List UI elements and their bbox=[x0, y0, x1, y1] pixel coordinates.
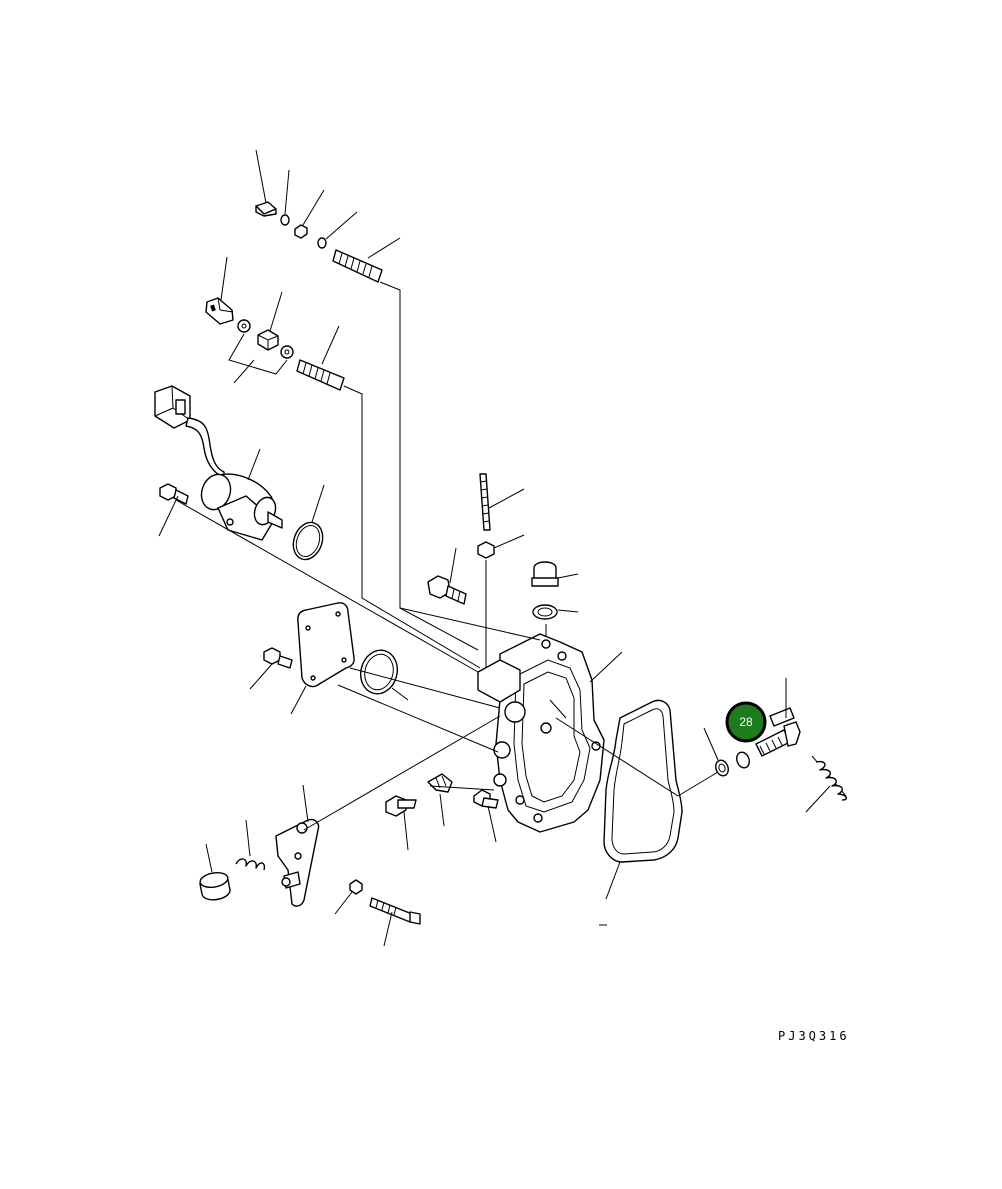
part-seal-ring[interactable] bbox=[356, 646, 402, 698]
assembly-lines bbox=[175, 281, 719, 831]
part-cap-nut-2[interactable] bbox=[205, 297, 234, 325]
leader-o-ring-solenoid bbox=[311, 484, 325, 523]
leader-spring-right bbox=[805, 785, 831, 813]
part-washer-right[interactable] bbox=[714, 758, 731, 777]
part-nut-lower[interactable] bbox=[349, 879, 363, 895]
part-plug[interactable] bbox=[531, 561, 559, 587]
part-washer-top-2[interactable] bbox=[317, 237, 327, 249]
part-stud-2[interactable] bbox=[296, 359, 345, 391]
leader-nut-stud bbox=[493, 534, 525, 549]
part-bolt-cover[interactable] bbox=[263, 647, 293, 669]
leader-bolt-solenoid bbox=[158, 495, 179, 537]
part-hex-nut-top[interactable] bbox=[294, 224, 308, 239]
leader-lever-arm bbox=[302, 784, 309, 823]
part-sensor-plug[interactable] bbox=[755, 707, 801, 757]
leader-cap-nut-top bbox=[255, 149, 267, 204]
reference-code: PJ3Q316 bbox=[778, 1029, 850, 1043]
part-housing-gasket[interactable] bbox=[603, 699, 683, 863]
part-bolt-long-lower[interactable] bbox=[369, 897, 421, 925]
part-stop-solenoid[interactable] bbox=[197, 470, 283, 541]
leader-hex-nut-top bbox=[302, 189, 325, 226]
leader-hex-nut-2 bbox=[269, 291, 283, 332]
leader-washer-plug bbox=[557, 609, 579, 613]
part-solenoid-wire bbox=[185, 417, 225, 479]
part-washer-plug[interactable] bbox=[532, 604, 558, 620]
part-cap-nut-top[interactable] bbox=[255, 201, 277, 217]
part-flange-bolt[interactable] bbox=[427, 575, 467, 605]
leader-plug bbox=[557, 573, 579, 579]
part-o-ring-right[interactable] bbox=[735, 750, 752, 769]
part-connector-plug[interactable] bbox=[154, 385, 191, 429]
part-clip[interactable] bbox=[427, 773, 453, 793]
part-spring-right[interactable] bbox=[811, 755, 848, 801]
part-bolt-solenoid[interactable] bbox=[159, 483, 189, 505]
leader-cap-bottom bbox=[205, 843, 213, 873]
part-spring-bottom[interactable] bbox=[235, 858, 266, 871]
leader-long-stud bbox=[488, 488, 525, 509]
leader-cap-nut-2 bbox=[220, 256, 228, 301]
leader-washer-top-1 bbox=[284, 169, 290, 215]
leader-stud-2 bbox=[321, 325, 340, 365]
leader-washer-top-2 bbox=[325, 211, 358, 240]
part-lever-arm[interactable] bbox=[275, 818, 320, 907]
leader-housing-gasket bbox=[605, 861, 621, 900]
leader-clip bbox=[439, 793, 445, 827]
leader-bolt-lower-1 bbox=[403, 811, 409, 851]
leader-seal-ring bbox=[391, 687, 409, 701]
leader-stud-top bbox=[367, 237, 401, 259]
leader-solenoid bbox=[247, 448, 261, 481]
leader-washer-right bbox=[703, 727, 719, 761]
part-cover-plate[interactable] bbox=[297, 602, 355, 688]
leader-flange-bolt bbox=[449, 547, 457, 584]
callout-28-label: 28 bbox=[739, 715, 753, 729]
leader-bolt-long-lower bbox=[383, 911, 393, 947]
callout-28-circle[interactable] bbox=[725, 701, 767, 743]
leader-bolt-lower-2 bbox=[487, 805, 497, 843]
leader-spring-bottom bbox=[245, 819, 251, 857]
leader-cover-plate bbox=[290, 685, 307, 715]
part-nut-stud[interactable] bbox=[477, 541, 495, 559]
part-hex-nut-2[interactable] bbox=[257, 329, 279, 351]
part-governor-housing[interactable] bbox=[477, 633, 605, 833]
part-o-ring-solenoid[interactable] bbox=[288, 518, 327, 563]
part-long-stud[interactable] bbox=[479, 473, 491, 531]
leader-washer-group bbox=[228, 333, 288, 384]
part-cap-bottom[interactable] bbox=[199, 871, 231, 901]
leader-nut-lower bbox=[334, 891, 353, 915]
leader-bolt-cover bbox=[249, 663, 273, 690]
part-washer-2a[interactable] bbox=[237, 319, 251, 333]
part-washer-top-1[interactable] bbox=[280, 214, 290, 226]
part-stud-top[interactable] bbox=[332, 249, 383, 283]
part-washer-2b[interactable] bbox=[280, 345, 294, 359]
leader-housing bbox=[589, 651, 623, 683]
part-bolt-lower-1[interactable] bbox=[385, 795, 417, 817]
part-bolt-lower-2[interactable] bbox=[473, 789, 499, 809]
callout-28[interactable]: 28 bbox=[725, 701, 767, 743]
